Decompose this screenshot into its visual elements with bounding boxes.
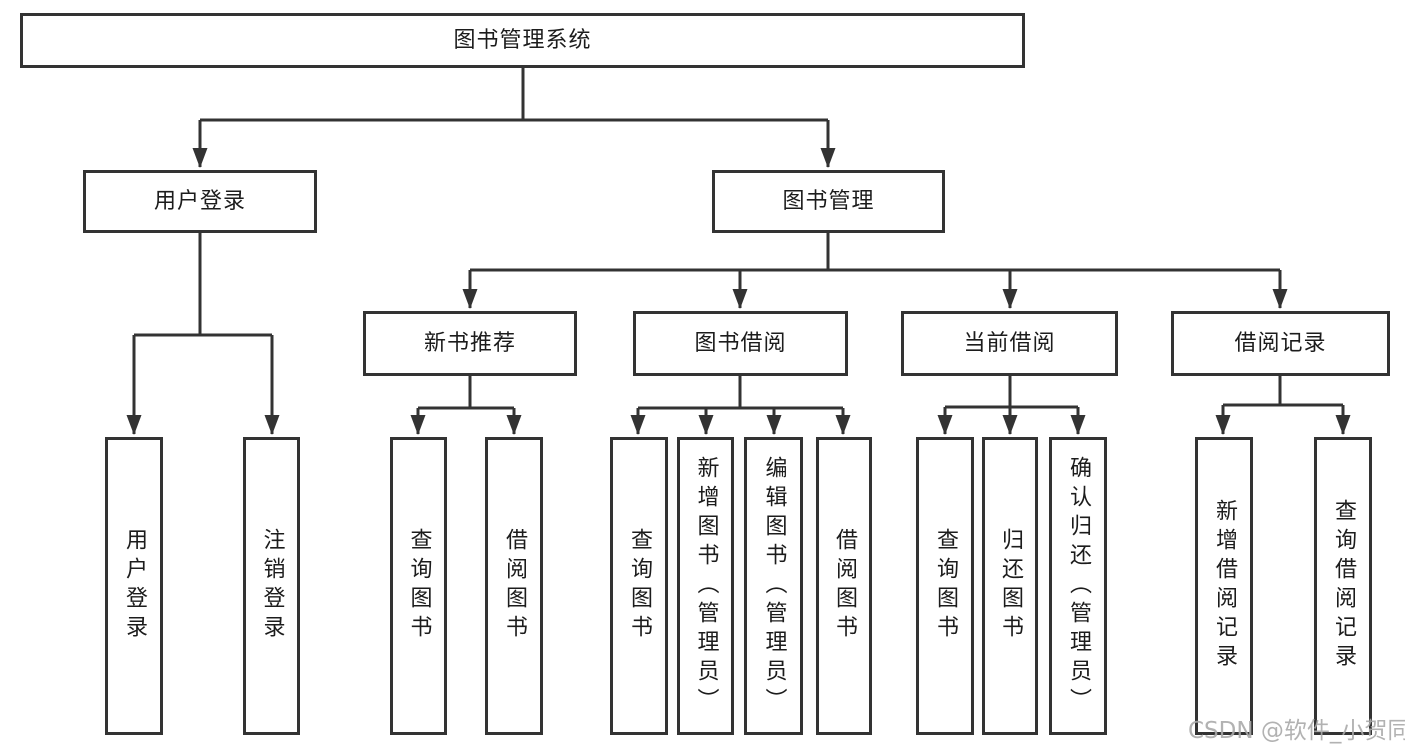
leaf-return-books-label: 归还图书 [998, 528, 1023, 644]
leaf-edit-books-admin-label: 编辑图书（管理员） [761, 455, 787, 717]
node-current-borrow: 当前借阅 [901, 311, 1118, 376]
connector-group [126, 68, 1351, 435]
node-library-system: 图书管理系统 [20, 13, 1025, 68]
leaf-logout-label: 注销登录 [259, 528, 285, 644]
node-book-borrow-label: 图书借阅 [694, 330, 787, 356]
leaf-query-books-recommend: 查询图书 [390, 437, 447, 735]
leaf-add-borrow-record: 新增借阅记录 [1195, 437, 1253, 735]
node-borrow-records-label: 借阅记录 [1234, 330, 1327, 356]
leaf-user-login-label: 用户登录 [122, 528, 147, 644]
leaf-user-login: 用户登录 [105, 437, 163, 735]
leaf-query-books-borrow-label: 查询图书 [627, 528, 652, 644]
node-borrow-records: 借阅记录 [1171, 311, 1390, 376]
node-library-system-label: 图书管理系统 [453, 27, 592, 53]
leaf-query-books-current-label: 查询图书 [933, 528, 958, 644]
node-user-login: 用户登录 [83, 170, 317, 233]
leaf-borrow-books-recommend-label: 借阅图书 [502, 528, 527, 644]
leaf-confirm-return-admin: 确认归还（管理员） [1049, 437, 1107, 735]
leaf-logout: 注销登录 [243, 437, 300, 735]
leaf-query-borrow-record-label: 查询借阅记录 [1331, 499, 1356, 673]
leaf-borrow-books: 借阅图书 [816, 437, 872, 735]
node-current-borrow-label: 当前借阅 [963, 330, 1056, 356]
leaf-add-books-admin: 新增图书（管理员） [677, 437, 734, 735]
leaf-borrow-books-label: 借阅图书 [832, 528, 857, 644]
leaf-add-borrow-record-label: 新增借阅记录 [1212, 499, 1237, 673]
leaf-confirm-return-admin-label: 确认归还（管理员） [1066, 455, 1091, 717]
csdn-watermark: CSDN @软件_小贺同学 [1188, 718, 1405, 744]
node-user-login-label: 用户登录 [153, 188, 246, 214]
leaf-query-books-borrow: 查询图书 [610, 437, 668, 735]
leaf-edit-books-admin: 编辑图书（管理员） [744, 437, 803, 735]
node-book-management: 图书管理 [712, 170, 945, 233]
node-new-book-recommend-label: 新书推荐 [423, 330, 516, 356]
node-new-book-recommend: 新书推荐 [363, 311, 577, 376]
leaf-query-books-recommend-label: 查询图书 [406, 528, 432, 644]
leaf-add-books-admin-label: 新增图书（管理员） [693, 455, 719, 717]
leaf-query-borrow-record: 查询借阅记录 [1314, 437, 1372, 735]
leaf-borrow-books-recommend: 借阅图书 [485, 437, 543, 735]
node-book-management-label: 图书管理 [782, 188, 875, 214]
leaf-return-books: 归还图书 [982, 437, 1038, 735]
leaf-query-books-current: 查询图书 [916, 437, 974, 735]
node-book-borrow: 图书借阅 [633, 311, 848, 376]
